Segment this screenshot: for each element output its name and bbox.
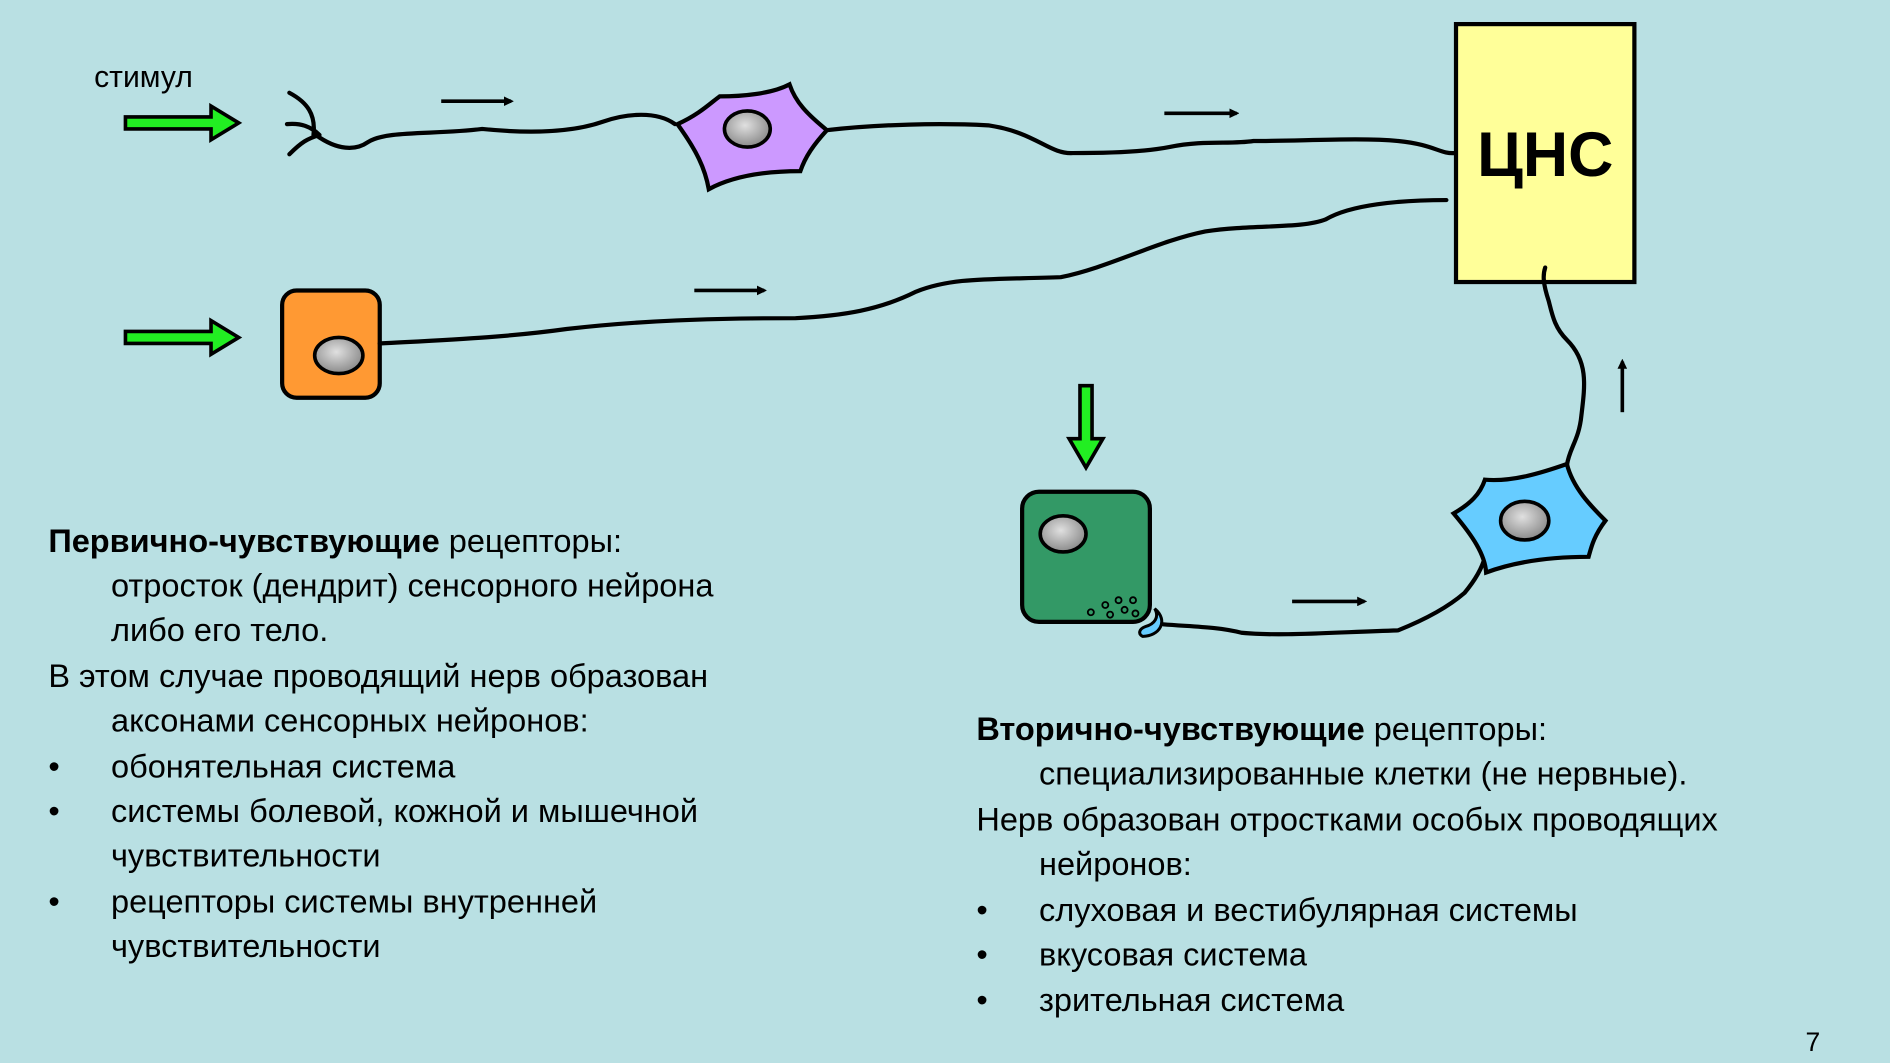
primary-bullet: рецепторы системы внутренней — [111, 883, 597, 919]
stimulus-label: стимул — [94, 61, 193, 94]
secondary-receptors-text: Вторично-чувствующие рецепторы: специали… — [976, 711, 1717, 1018]
cns-box — [1453, 21, 1637, 285]
bullet-marker: • — [976, 892, 987, 928]
bullet-marker: • — [48, 793, 59, 829]
secondary-bullet: вкусовая система — [1039, 936, 1308, 972]
stimulus-arrow-down — [1065, 383, 1107, 472]
secondary-title: Вторично-чувствующие рецепторы: — [976, 711, 1547, 747]
conducting-neuron-nucleus — [1498, 499, 1551, 542]
primary-line: аксонами сенсорных нейронов: — [111, 703, 589, 739]
secondary-bullet: зрительная система — [1039, 982, 1345, 1018]
primary-receptors-text: Первично-чувствующие рецепторы: отросток… — [48, 523, 714, 964]
primary-receptor-axon — [377, 197, 1449, 346]
dendrite-fiber — [313, 112, 678, 150]
primary-bullet: обонятельная система — [111, 748, 456, 784]
primary-bullet-cont: чувствительности — [111, 928, 381, 964]
bullet-marker: • — [48, 748, 59, 784]
primary-title: Первично-чувствующие рецепторы: — [48, 523, 622, 559]
secondary-line: Нерв образован отростками особых проводя… — [976, 801, 1717, 837]
conducting-neuron-dendrite — [1161, 554, 1488, 637]
primary-title-rest: рецепторы: — [440, 523, 622, 559]
stimulus-arrow-middle — [123, 317, 243, 358]
synaptic-vesicles — [1086, 596, 1140, 619]
primary-line: отросток (дендрит) сенсорного нейрона — [111, 568, 714, 604]
secondary-bullet: слуховая и вестибулярная системы — [1039, 892, 1578, 928]
secondary-line: специализированные клетки (не нервные). — [1039, 756, 1687, 792]
secondary-receptor-nucleus — [1038, 514, 1088, 554]
bullet-marker: • — [976, 982, 987, 1018]
page-number: 7 — [1806, 1027, 1821, 1057]
primary-line: В этом случае проводящий нерв образован — [48, 658, 708, 694]
bullet-marker: • — [48, 883, 59, 919]
sensory-axon — [824, 122, 1457, 156]
primary-bullet-cont: чувствительности — [111, 838, 381, 874]
primary-line: либо его тело. — [111, 612, 328, 648]
bullet-marker: • — [976, 936, 987, 972]
conducting-neuron-axon — [1541, 265, 1587, 468]
stimulus-arrow-top — [123, 102, 243, 144]
primary-title-bold: Первично-чувствующие — [48, 523, 439, 559]
sensory-neuron-nucleus — [722, 109, 773, 149]
synaptic-ending — [1138, 607, 1164, 638]
secondary-line: нейронов: — [1039, 846, 1192, 882]
secondary-title-bold: Вторично-чувствующие — [976, 711, 1364, 747]
primary-bullet: системы болевой, кожной и мышечной — [111, 793, 698, 829]
primary-receptor-nucleus — [312, 335, 365, 376]
secondary-title-rest: рецепторы: — [1365, 711, 1547, 747]
cns-label: ЦНС — [1477, 120, 1613, 190]
